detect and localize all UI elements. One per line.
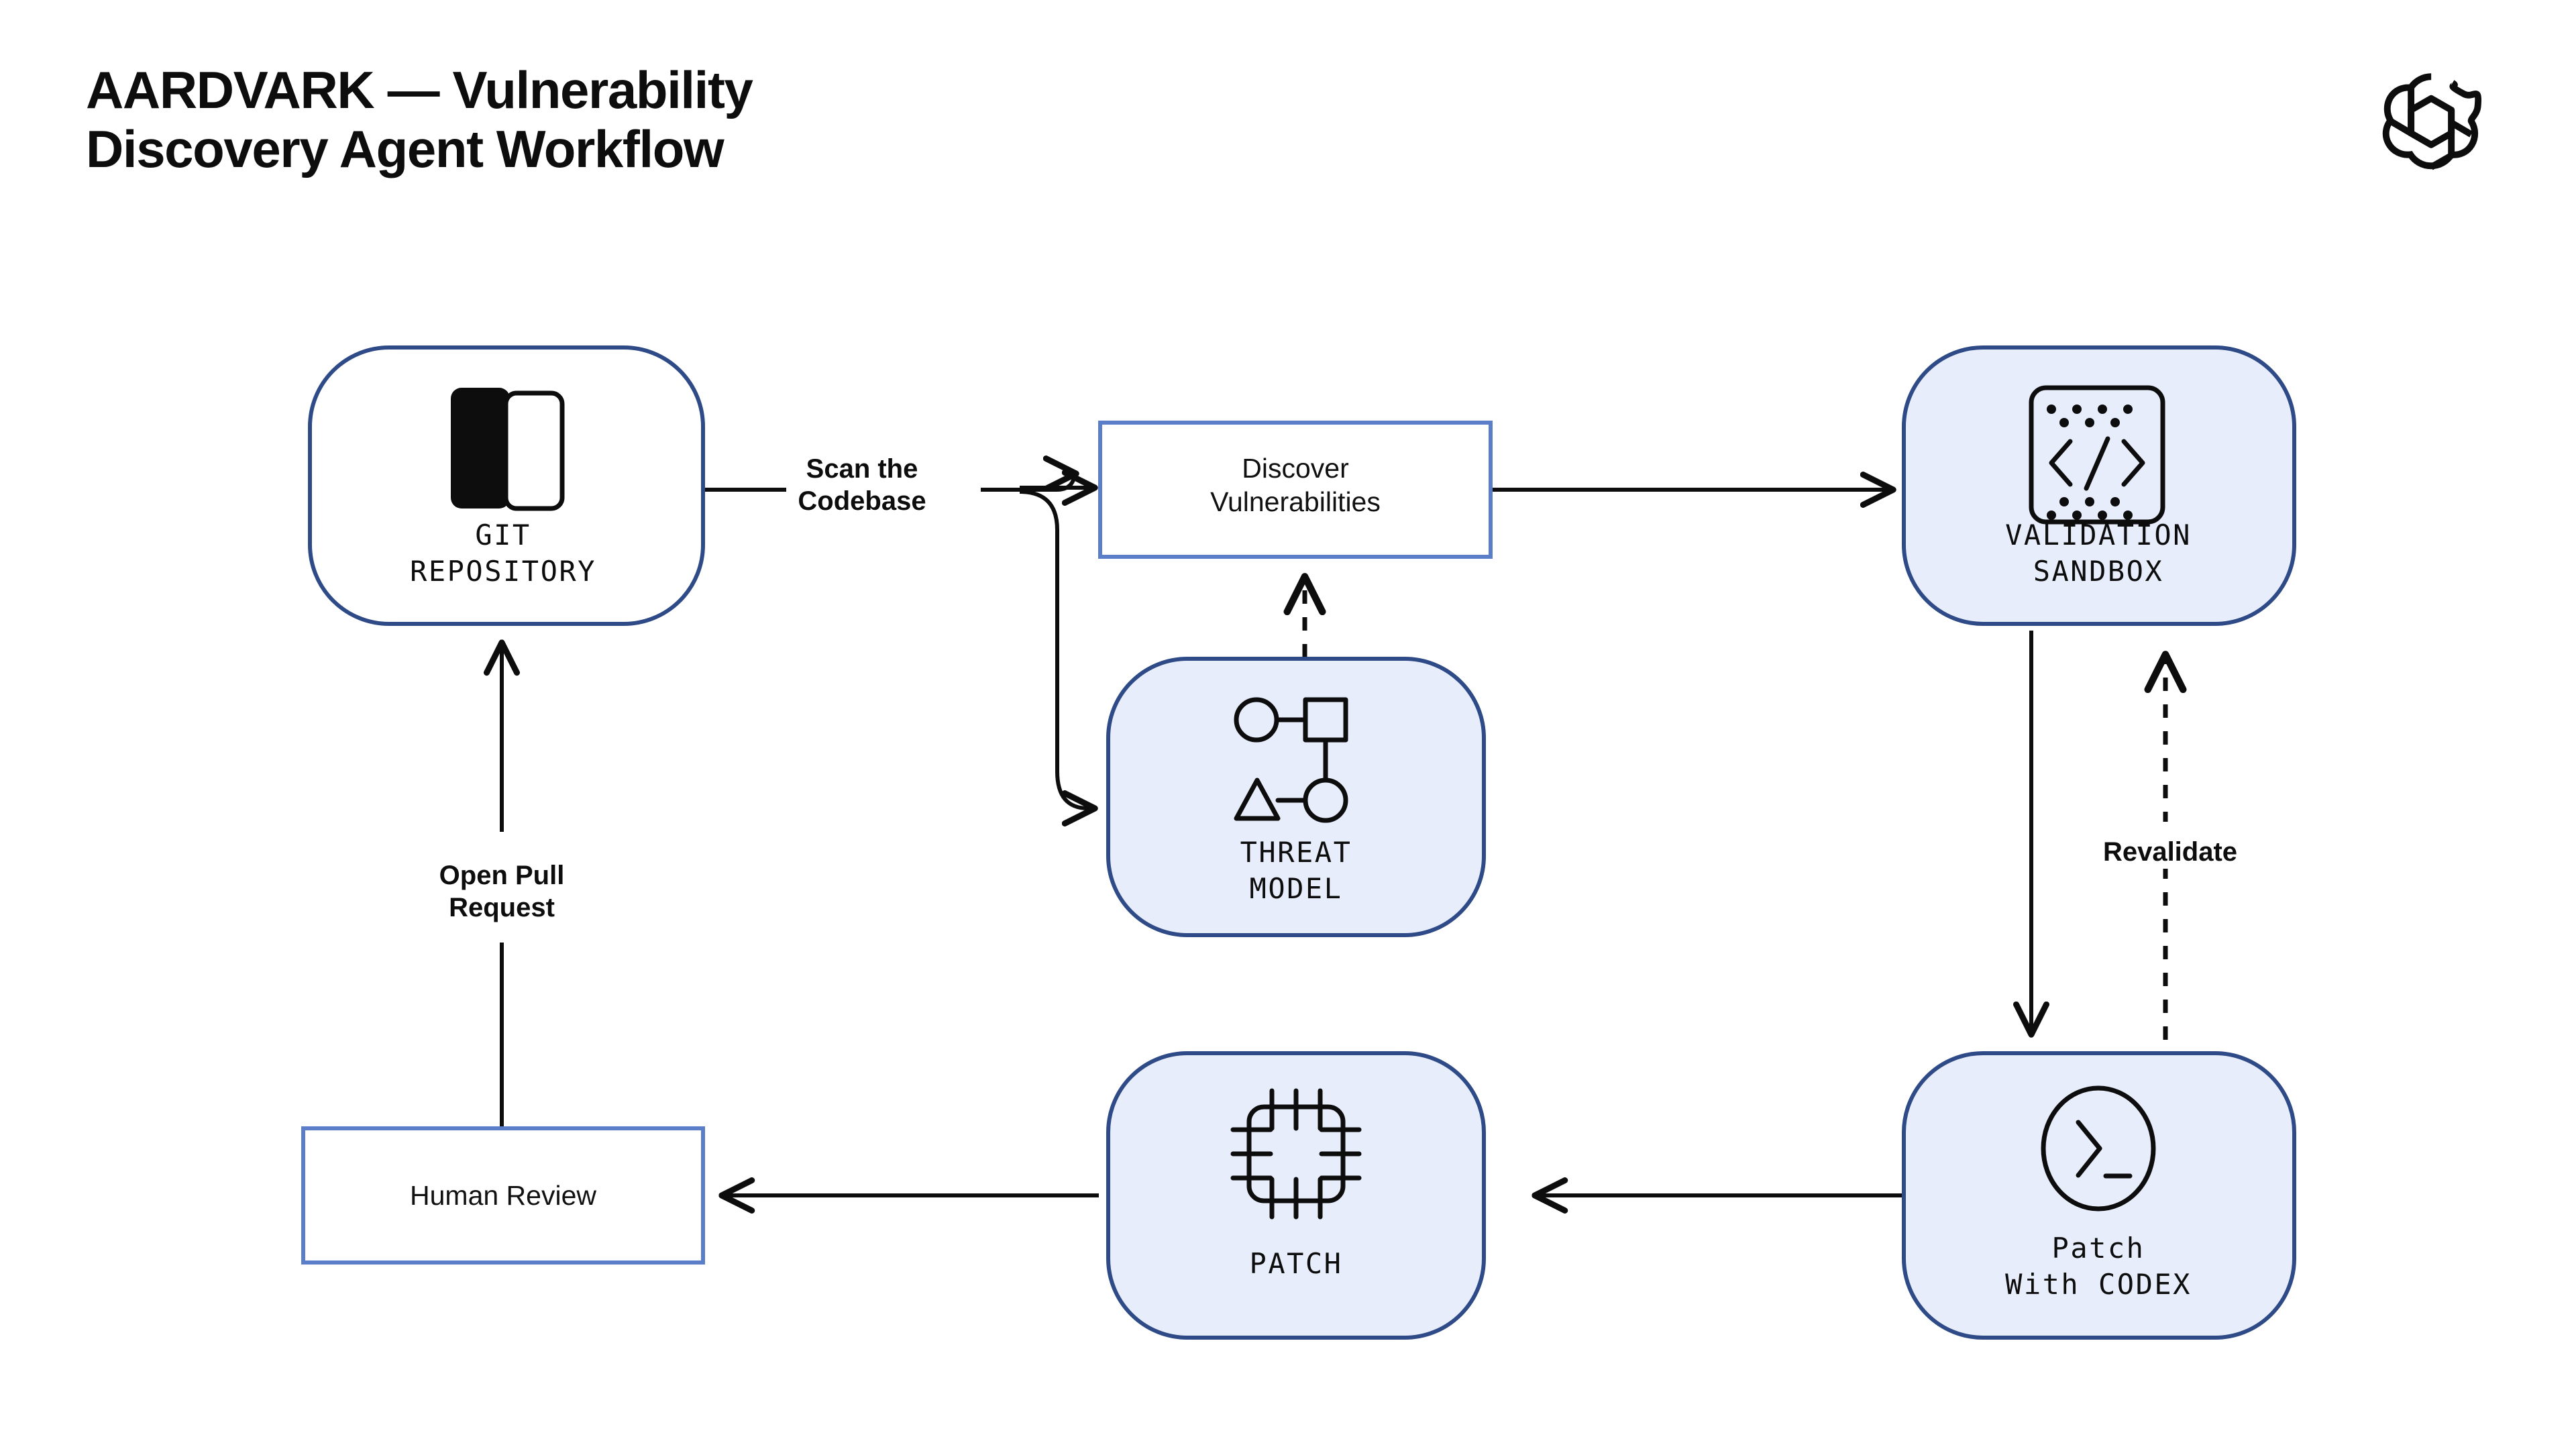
node-label-threat-model-line1: THREAT (1240, 836, 1352, 869)
node-label-patch-with-codex-line1: Patch (2052, 1232, 2145, 1265)
page-title: AARDVARK — Vulnerability Discovery Agent… (86, 60, 753, 179)
node-validation-sandbox[interactable]: VALIDATION SANDBOX (1902, 345, 2296, 626)
edge-open-pr: Open Pull Request (439, 639, 565, 1134)
threat-graph-icon (1234, 697, 1348, 823)
edge-label-open-pull-request-line1: Open Pull (439, 861, 565, 890)
edge-scan (1020, 469, 1098, 506)
code-brackets-icon (2029, 385, 2165, 525)
node-human-review[interactable]: Human Review (301, 1126, 705, 1265)
edge-label-scan-the-codebase: Scan the Codebase (786, 439, 981, 516)
node-label-threat-model-line2: MODEL (1250, 872, 1343, 905)
edge-label-open-pull-request-line2: Request (449, 893, 555, 922)
terminal-prompt-icon (2041, 1085, 2156, 1212)
edge-label-scan-line1: Scan the (806, 454, 918, 484)
repository-icon (451, 388, 565, 511)
openai-logo (2382, 73, 2482, 170)
node-label-patch: PATCH (1250, 1247, 1343, 1280)
node-label-git-repository-line2: REPOSITORY (410, 555, 596, 588)
node-label-human-review: Human Review (410, 1180, 596, 1211)
node-label-discover-line2: Vulnerabilities (1210, 486, 1381, 517)
node-label-patch-with-codex-line2: With CODEX (2005, 1268, 2192, 1301)
chip-icon (1230, 1088, 1362, 1220)
node-label-git-repository-line1: GIT (475, 519, 531, 551)
node-label-validation-sandbox-line2: SANDBOX (2033, 555, 2164, 588)
edge-scan-branch (1019, 490, 1098, 826)
node-patch[interactable]: PATCH (1106, 1051, 1486, 1340)
node-label-discover-line1: Discover (1242, 453, 1348, 484)
edge-label-revalidate: Revalidate (2103, 837, 2237, 867)
node-discover-vulnerabilities[interactable]: Discover Vulnerabilities (1098, 421, 1493, 559)
edge-label-scan-line2: Codebase (798, 486, 926, 516)
node-label-validation-sandbox-line1: VALIDATION (2005, 519, 2192, 551)
edge-revalidate: Revalidate (2073, 651, 2267, 1067)
node-threat-model[interactable]: THREAT MODEL (1106, 657, 1486, 937)
node-patch-with-codex[interactable]: Patch With CODEX (1902, 1051, 2296, 1340)
node-git-repository[interactable]: GIT REPOSITORY (308, 345, 705, 626)
